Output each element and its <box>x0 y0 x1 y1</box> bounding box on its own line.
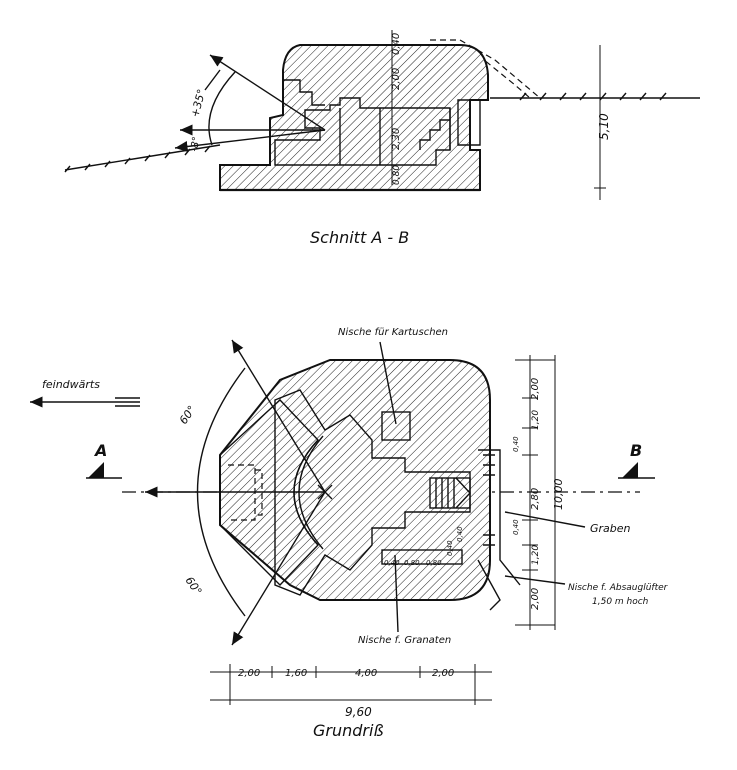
section-title: Schnitt A - B <box>310 228 409 247</box>
dim-floor: 0,80 <box>392 165 402 185</box>
earth-cover-outline-2 <box>477 54 531 99</box>
angle-up-label: +35° <box>188 88 208 119</box>
label-trench: Graben <box>590 522 631 535</box>
bunker-section-body <box>219 44 489 191</box>
section-marker-a: A <box>93 441 107 460</box>
angle-down-label: -8° <box>189 136 202 153</box>
dim-right-2: 1,20 <box>531 410 541 430</box>
direction-label: feindwärts <box>42 378 100 391</box>
dim-right-6: 1,20 <box>531 545 541 565</box>
dim-bottom-2: 1,60 <box>285 668 307 679</box>
dim-niche-e: 0,40 <box>456 526 464 542</box>
rear-door <box>449 99 481 150</box>
label-niche-ventilator-height: 1,50 m hoch <box>592 597 649 607</box>
dim-right-5: 0,40 <box>512 519 520 535</box>
rear-steps <box>419 119 450 150</box>
ground-hatch-right <box>519 92 667 101</box>
dim-niche-a: 0,40 <box>384 559 400 567</box>
bunker-section-room <box>274 97 451 166</box>
niche-grenades-plan <box>381 549 463 565</box>
trench-outline <box>478 449 521 586</box>
dim-right-3: 0,40 <box>512 436 520 452</box>
dim-roof: 2,00 <box>391 68 402 90</box>
niche-cartridges-plan <box>381 411 411 441</box>
ground-line-left <box>64 144 221 171</box>
dim-total-height: 5,10 <box>597 113 611 140</box>
label-niche-grenades: Nische f. Granaten <box>358 635 451 646</box>
fire-angle-lines <box>174 54 326 153</box>
angle-lower-label: 60° <box>183 574 205 597</box>
bottom-dimensions <box>210 664 492 705</box>
dim-bottom-3: 4,00 <box>355 668 377 679</box>
section-marker-b-triangle <box>622 462 638 478</box>
dim-niche-d: 0,40 <box>446 540 454 556</box>
dim-niche-b: 0,80 <box>404 559 420 567</box>
bunker-plan-body <box>219 359 491 601</box>
right-dimensions <box>515 355 556 630</box>
section-marker-b: B <box>630 441 642 460</box>
angle-upper-label: 60° <box>177 403 199 426</box>
dim-bottom-4: 2,00 <box>432 668 454 679</box>
section-marker-a-triangle <box>88 462 104 478</box>
dim-bottom-total: 9,60 <box>345 705 372 719</box>
field-of-fire <box>145 339 333 646</box>
ventilator-niche-outline <box>477 559 501 611</box>
plan-view: feindwärts A B <box>30 327 669 740</box>
bunker-plan-room <box>274 389 471 596</box>
dim-right-1: 2,00 <box>530 378 541 400</box>
trench-hatch <box>483 454 495 546</box>
dim-right-total: 10,00 <box>552 479 565 511</box>
dim-bottom-1: 2,00 <box>238 668 260 679</box>
dim-right-4: 2,80 <box>530 488 541 510</box>
dim-room-height: 2,30 <box>391 128 402 150</box>
embrasure-steps <box>283 79 325 106</box>
label-niche-ventilator: Nische f. Absauglüfter <box>568 583 669 593</box>
dim-roof-top: 0,40 <box>391 33 402 55</box>
section-view: +35° -8° 0,40 2,00 2,30 0,80 5,10 Schnit… <box>64 30 700 247</box>
label-niche-cartridges: Nische für Kartuschen <box>338 327 448 338</box>
plan-title: Grundriß <box>313 721 384 740</box>
rear-stairs <box>429 477 471 509</box>
dim-right-7: 2,00 <box>530 588 541 610</box>
dim-niche-c: 0,80 <box>426 559 442 567</box>
